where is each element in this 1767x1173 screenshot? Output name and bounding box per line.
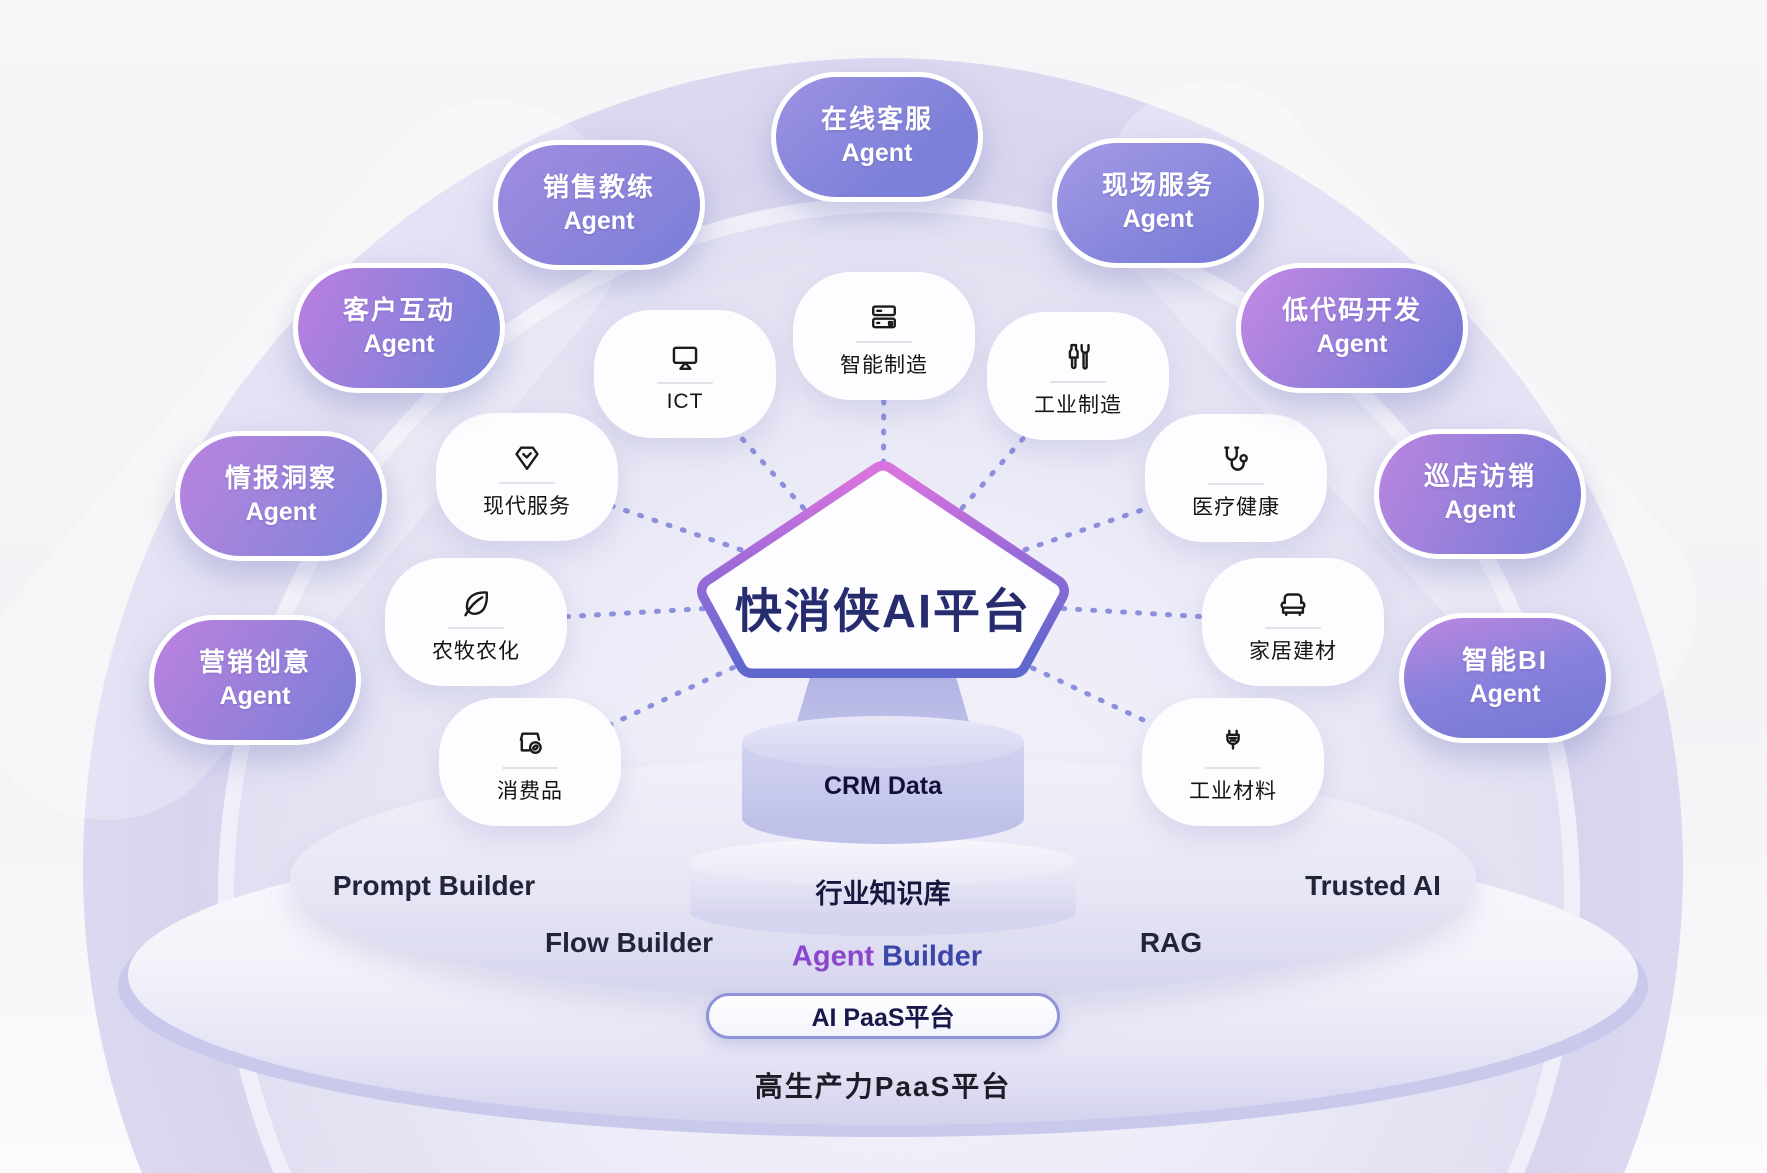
agent-pill-field-service: 现场服务 Agent <box>1052 138 1264 268</box>
industry-bubble-home-building: 家居建材 <box>1202 558 1384 686</box>
divider <box>1205 766 1261 769</box>
stethoscope-icon <box>1219 436 1253 476</box>
industry-bubble-consumer-goods: 消费品 <box>439 698 621 826</box>
divider <box>1208 482 1264 485</box>
agent-pill-customer-engagement: 客户互动 Agent <box>293 263 505 393</box>
agent-builder-word1: Agent <box>791 940 875 973</box>
agent-pill-label: 低代码开发 <box>1281 295 1422 326</box>
ai-paas-pill: AI PaaS平台 <box>706 993 1060 1039</box>
agent-pill-sales-coach: 销售教练 Agent <box>493 140 705 270</box>
industry-label: 消费品 <box>497 779 563 803</box>
agent-pill-sublabel: Agent <box>563 207 635 236</box>
plug-icon <box>1216 720 1250 760</box>
agent-pill-sublabel: Agent <box>363 330 435 359</box>
agent-pill-label: 销售教练 <box>542 172 655 203</box>
flow-builder-label: Flow Builder <box>545 927 713 958</box>
gem-icon <box>510 435 544 475</box>
industry-label: 家居建材 <box>1249 639 1337 663</box>
crm-data-label: CRM Data <box>823 772 943 800</box>
prompt-builder-label: Prompt Builder <box>332 870 536 901</box>
agent-pill-sublabel: Agent <box>219 682 291 711</box>
agent-pill-sublabel: Agent <box>1122 205 1194 234</box>
divider <box>856 340 912 343</box>
industry-label: 工业制造 <box>1034 393 1122 417</box>
agent-pill-sublabel: Agent <box>1444 496 1516 525</box>
server-icon <box>867 294 901 334</box>
industry-label: 智能制造 <box>840 353 928 377</box>
agent-builder-label: Agent Builder <box>792 941 982 974</box>
agent-pill-sublabel: Agent <box>1469 680 1541 709</box>
agent-pill-label: 情报洞察 <box>224 463 337 494</box>
divider <box>448 626 504 629</box>
agent-pill-label: 巡店访销 <box>1423 461 1536 492</box>
divider <box>1050 380 1106 383</box>
divider <box>1265 626 1321 629</box>
agent-pill-label: 智能BI <box>1461 645 1548 676</box>
divider <box>502 766 558 769</box>
industry-label: 工业材料 <box>1189 779 1277 803</box>
agent-pill-sublabel: Agent <box>841 139 913 168</box>
agent-pill-sublabel: Agent <box>1316 330 1388 359</box>
agent-pill-low-code: 低代码开发 Agent <box>1236 263 1468 393</box>
agent-pill-store-visit: 巡店访销 Agent <box>1374 429 1586 559</box>
agent-pill-label: 现场服务 <box>1101 170 1214 201</box>
agent-pill-label: 客户互动 <box>342 295 455 326</box>
platform-title: 快消侠AI平台 <box>735 584 1031 638</box>
knowledge-base-cylinder: 行业知识库 <box>690 838 1076 938</box>
industry-label: 现代服务 <box>483 494 571 518</box>
rag-label: RAG <box>1139 927 1203 958</box>
agent-pill-marketing-creative: 营销创意 Agent <box>149 615 361 745</box>
industry-bubble-smart-manufacturing: 智能制造 <box>793 272 975 400</box>
agent-pill-intelligence-insight: 情报洞察 Agent <box>175 431 387 561</box>
industry-bubble-industrial-materials: 工业材料 <box>1142 698 1324 826</box>
industry-bubble-modern-services: 现代服务 <box>436 413 618 541</box>
agent-builder-word2: Builder <box>874 940 983 973</box>
industry-bubble-agriculture: 农牧农化 <box>385 558 567 686</box>
leaf-icon <box>459 580 493 620</box>
sofa-icon <box>1276 580 1310 620</box>
cylinder-top <box>742 716 1024 768</box>
crm-data-cylinder: CRM Data <box>742 716 1024 844</box>
agent-pill-online-service: 在线客服 Agent <box>771 72 983 202</box>
industry-label: 农牧农化 <box>432 639 520 663</box>
cylinder-top <box>690 838 1076 886</box>
trusted-ai-label: Trusted AI <box>1305 870 1441 901</box>
knowledge-base-label: 行业知识库 <box>815 879 951 909</box>
industry-label: 医疗健康 <box>1192 495 1280 519</box>
agent-pill-sublabel: Agent <box>245 498 317 527</box>
monitor-icon <box>668 335 702 375</box>
agent-pill-label: 在线客服 <box>820 104 933 135</box>
tools-icon <box>1061 334 1095 374</box>
industry-bubble-healthcare: 医疗健康 <box>1145 414 1327 542</box>
divider <box>657 381 713 384</box>
industry-bubble-ict: ICT <box>594 310 776 438</box>
industry-bubble-industrial-manufacturing: 工业制造 <box>987 312 1169 440</box>
industry-label: ICT <box>666 389 704 413</box>
agent-pill-smart-bi: 智能BI Agent <box>1399 613 1611 743</box>
divider <box>499 481 555 484</box>
agent-pill-label: 营销创意 <box>198 647 311 678</box>
paas-footer-label: 高生产力PaaS平台 <box>754 1071 1012 1102</box>
storefront-icon <box>513 720 547 760</box>
